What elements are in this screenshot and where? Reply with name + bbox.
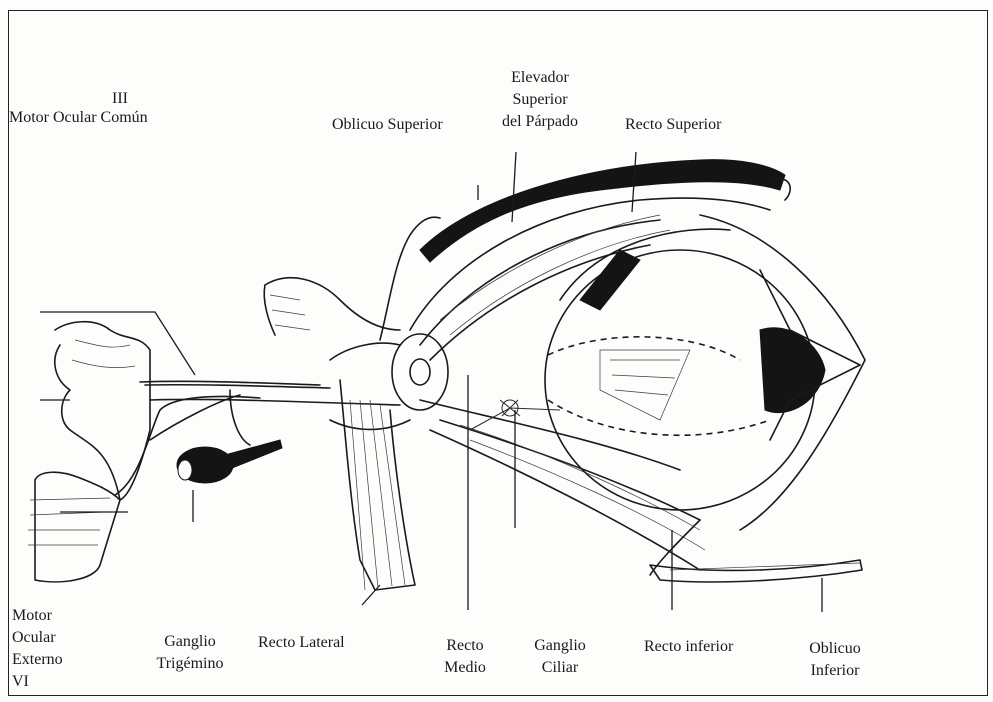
lower-muscles-drawing [420,400,862,582]
label-ganglio-trigemino-2: Trigémino [140,653,240,674]
label-recto-superior: Recto Superior [625,114,721,135]
label-elevador-2: Superior [480,89,600,110]
recto-lateral-drawing [340,380,415,590]
label-motor-ocular-externo-3: Externo [12,649,63,670]
label-oblicuo-inferior-2: Inferior [790,660,880,681]
eyeball-drawing [545,215,865,575]
upper-muscles-drawing [380,160,790,360]
brainstem-drawing [28,322,150,582]
label-oblicuo-inferior-1: Oblicuo [790,638,880,659]
label-recto-medio-1: Recto [425,635,505,656]
label-recto-lateral: Recto Lateral [258,632,345,653]
label-motor-ocular-comun-roman: III [100,88,140,109]
orbital-apex-drawing [264,278,448,430]
label-recto-medio-2: Medio [425,657,505,678]
label-ganglio-trigemino-1: Ganglio [140,631,240,652]
label-oblicuo-superior: Oblicuo Superior [332,114,443,135]
label-elevador-1: Elevador [480,67,600,88]
label-elevador-3: del Párpado [480,111,600,132]
trigeminal-ganglion-drawing [177,440,282,483]
label-motor-ocular-externo-4: VI [12,671,29,692]
nerve-trunks [115,381,400,495]
label-ganglio-ciliar-1: Ganglio [515,635,605,656]
label-ganglio-ciliar-2: Ciliar [515,657,605,678]
label-motor-ocular-externo-1: Motor [12,605,52,626]
label-motor-ocular-externo-2: Ocular [12,627,56,648]
label-recto-inferior: Recto inferior [644,636,733,657]
label-motor-ocular-comun: Motor Ocular Común [9,107,148,128]
